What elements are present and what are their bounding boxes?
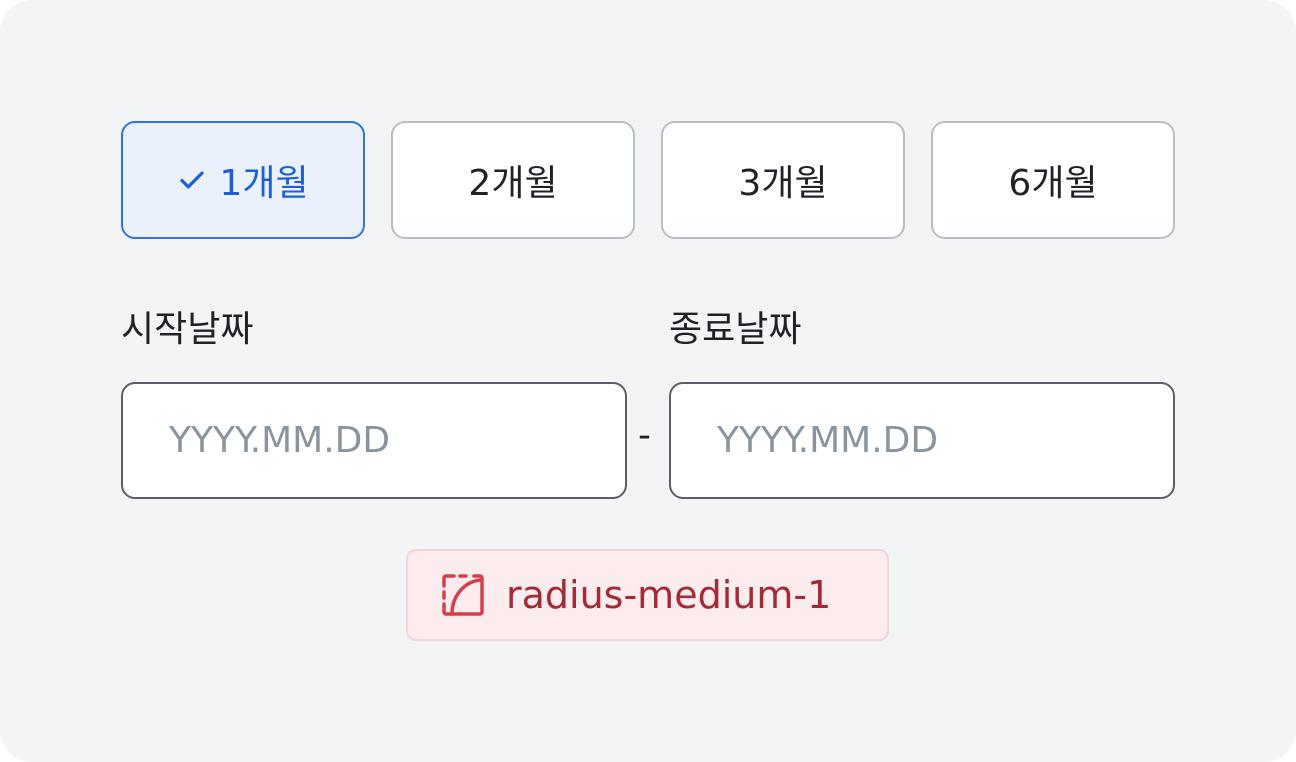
period-option-label: 3개월 [738,163,828,204]
check-icon [180,171,205,189]
period-option-6-months[interactable]: 6개월 [931,121,1175,239]
end-date-placeholder: YYYY.MM.DD [717,420,939,461]
period-option-label: 1개월 [219,163,309,204]
period-option-2-months[interactable]: 2개월 [391,121,635,239]
period-option-label: 2개월 [468,163,558,204]
start-date-input[interactable]: YYYY.MM.DD [121,382,627,499]
period-option-1-month[interactable]: 1개월 [121,121,365,239]
end-date-input[interactable]: YYYY.MM.DD [669,382,1175,499]
start-date-label: 시작날짜 [121,309,254,350]
start-date-placeholder: YYYY.MM.DD [169,420,391,461]
date-range-separator: - [638,415,651,456]
period-option-3-months[interactable]: 3개월 [661,121,905,239]
token-tag-label: radius-medium-1 [506,573,832,617]
radius-icon [442,574,484,616]
token-tag: radius-medium-1 [406,549,889,641]
end-date-label: 종료날짜 [669,309,802,350]
period-option-label: 6개월 [1008,163,1098,204]
